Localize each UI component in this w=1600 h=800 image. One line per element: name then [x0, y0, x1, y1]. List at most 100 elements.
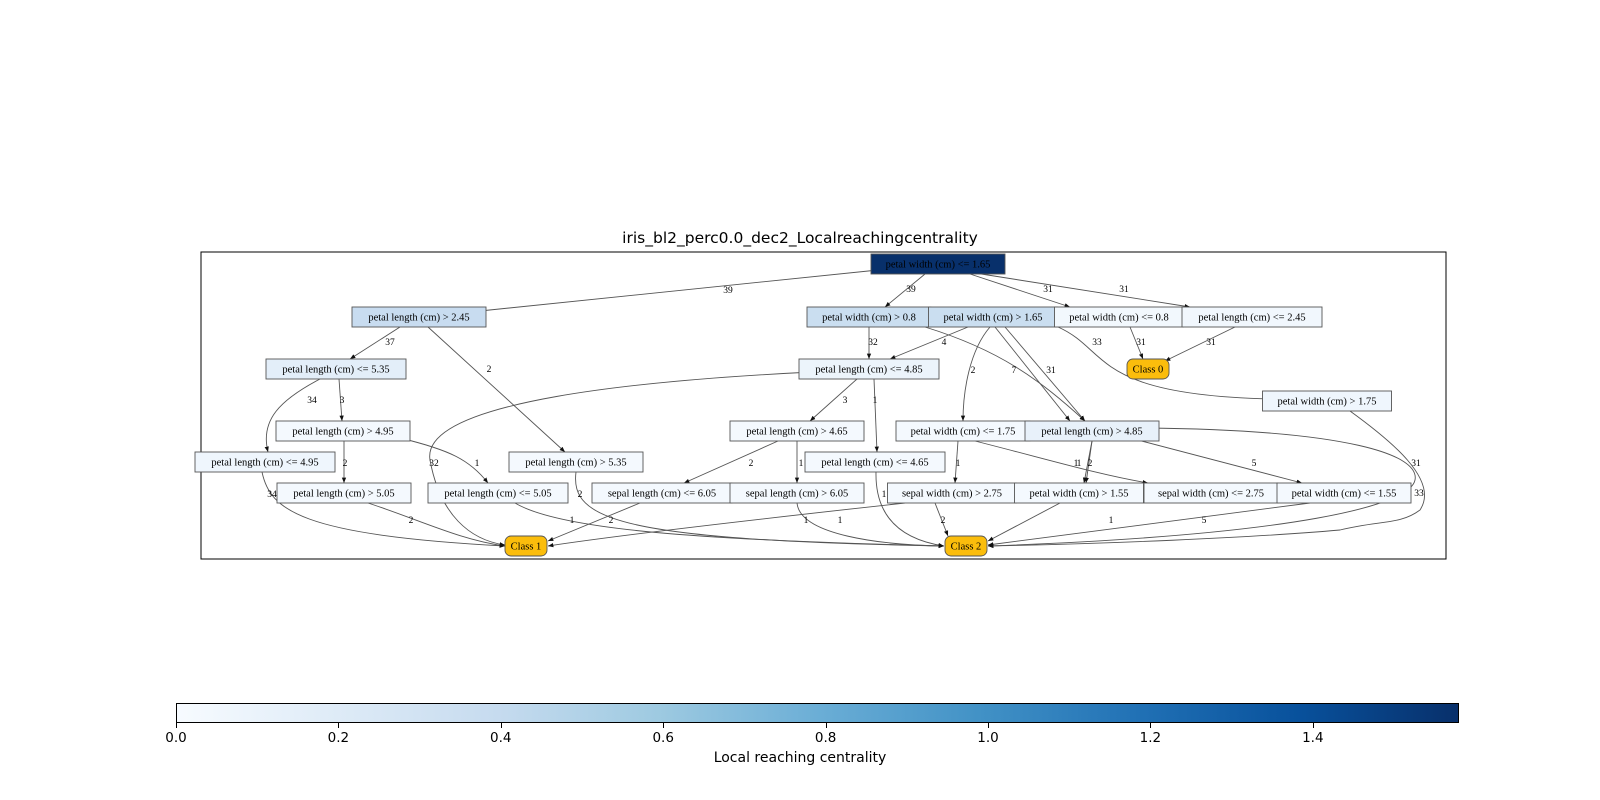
edge-label: 2	[409, 516, 414, 526]
edge-n8-n17	[873, 378, 879, 453]
node-label: petal length (cm) <= 4.85	[815, 365, 922, 376]
edge-label: 1	[799, 459, 804, 469]
colorbar-tick-label: 0.4	[490, 730, 512, 746]
edge-n13-n24	[974, 440, 1149, 485]
edge-n14-n23	[1082, 440, 1093, 484]
colorbar-tick	[1312, 723, 1314, 728]
node-label: sepal width (cm) > 2.75	[902, 489, 1002, 500]
edge-label: 39	[906, 285, 916, 295]
node-box	[504, 535, 548, 557]
node-box	[427, 482, 569, 504]
edge-label: 31	[1043, 285, 1053, 295]
split-node: petal length (cm) <= 5.35	[265, 358, 407, 380]
split-node: petal length (cm) <= 5.05	[427, 482, 569, 504]
edge-n1-n5	[969, 273, 1071, 308]
node-box	[1276, 482, 1412, 504]
edge-n6-n9	[1164, 326, 1236, 362]
colorbar-tick-label: 0.0	[165, 730, 187, 746]
edge-n22-n26	[547, 502, 906, 548]
split-node: petal length (cm) > 4.95	[275, 420, 411, 442]
edge-n20-n26	[547, 502, 641, 542]
split-node: petal width (cm) <= 1.75	[895, 420, 1031, 442]
node-box	[870, 253, 1006, 275]
split-node: petal length (cm) <= 4.65	[804, 451, 946, 473]
split-node: petal width (cm) > 0.8	[806, 306, 932, 328]
edge-label: 2	[343, 459, 348, 469]
colorbar-tick-label: 1.4	[1302, 730, 1324, 746]
edge-n25-n27	[987, 502, 1311, 547]
node-label: Class 2	[951, 542, 982, 553]
node-label: petal length (cm) <= 5.35	[282, 365, 389, 376]
node-label: petal length (cm) <= 4.65	[821, 458, 928, 469]
edge-n4-n8	[889, 326, 969, 360]
node-label: sepal width (cm) <= 2.75	[1158, 489, 1264, 500]
edge-n22-n27	[934, 502, 949, 537]
edge-n7-n15	[264, 378, 321, 453]
edge-n14-n25	[1129, 437, 1303, 484]
node-box	[265, 358, 407, 380]
node-label: petal width (cm) <= 0.8	[1069, 313, 1169, 324]
edge-label: 34	[307, 396, 317, 406]
colorbar-tick	[500, 723, 502, 728]
colorbar-tick	[988, 723, 990, 728]
node-label: petal length (cm) <= 5.05	[444, 489, 551, 500]
edge-n19-n27	[514, 502, 945, 549]
node-label: petal length (cm) > 4.95	[292, 427, 393, 438]
edge-n5-n9	[1129, 326, 1144, 360]
split-node: petal width (cm) <= 0.8	[1054, 306, 1184, 328]
node-label: sepal length (cm) > 6.05	[746, 489, 848, 500]
colorbar-label: Local reaching centrality	[713, 750, 887, 766]
colorbar	[176, 703, 1459, 723]
colorbar-tick-label: 0.6	[652, 730, 674, 746]
edge-label: 33	[1414, 489, 1424, 499]
colorbar-tick	[1150, 723, 1152, 728]
node-box	[276, 482, 412, 504]
split-node: sepal width (cm) <= 2.75	[1143, 482, 1279, 504]
node-box	[194, 451, 336, 473]
node-box	[729, 482, 865, 504]
node-box	[1126, 358, 1170, 380]
colorbar-tick-label: 1.0	[977, 730, 999, 746]
node-label: petal length (cm) > 5.05	[293, 489, 394, 500]
colorbar-tick	[176, 723, 177, 728]
edge-n7-n11	[338, 378, 344, 422]
node-label: sepal length (cm) <= 6.05	[608, 489, 716, 500]
edge-n13-n22	[953, 440, 959, 484]
edge-label: 1	[882, 490, 887, 500]
node-box	[1024, 420, 1160, 442]
split-node: petal length (cm) > 4.65	[729, 420, 865, 442]
edge-label: 2	[487, 365, 492, 375]
edge-n17-n27	[875, 471, 945, 548]
edge-label: 1	[1074, 459, 1079, 469]
colorbar-tick-label: 0.2	[327, 730, 350, 746]
edge-n1-n2	[479, 269, 879, 313]
node-box	[944, 535, 988, 557]
node-label: petal width (cm) > 1.55	[1030, 489, 1129, 500]
edge-label: 1	[956, 459, 961, 469]
edge-n4-n10	[1057, 326, 1273, 402]
edge-label: 3	[843, 396, 848, 406]
nodes-layer: petal width (cm) <= 1.65 petal length (cm…	[194, 253, 1412, 557]
node-label: petal width (cm) > 1.75	[1278, 397, 1377, 408]
split-node: petal width (cm) > 1.75	[1262, 390, 1392, 412]
edge-label: 2	[609, 516, 614, 526]
split-node: petal length (cm) > 4.85	[1024, 420, 1160, 442]
edge-label: 2	[941, 516, 946, 526]
node-label: petal width (cm) <= 1.75	[911, 427, 1016, 438]
edge-label: 34	[267, 490, 277, 500]
edge-label: 1	[570, 516, 575, 526]
split-node: petal length (cm) > 5.35	[508, 451, 644, 473]
split-node: petal width (cm) <= 1.65	[870, 253, 1006, 275]
edge-label: 1	[1109, 516, 1114, 526]
colorbar-tick-label: 0.8	[814, 730, 837, 746]
split-node: sepal length (cm) <= 6.05	[591, 482, 733, 504]
edge-label: 7	[1012, 366, 1017, 376]
node-label: Class 0	[1133, 365, 1164, 376]
node-label: petal length (cm) > 5.35	[525, 458, 626, 469]
edge-label: 1	[804, 516, 809, 526]
graph-frame	[200, 251, 1447, 560]
edge-n10-n27	[987, 410, 1425, 549]
edge-label: 2	[749, 459, 754, 469]
edge-label: 39	[723, 286, 733, 296]
